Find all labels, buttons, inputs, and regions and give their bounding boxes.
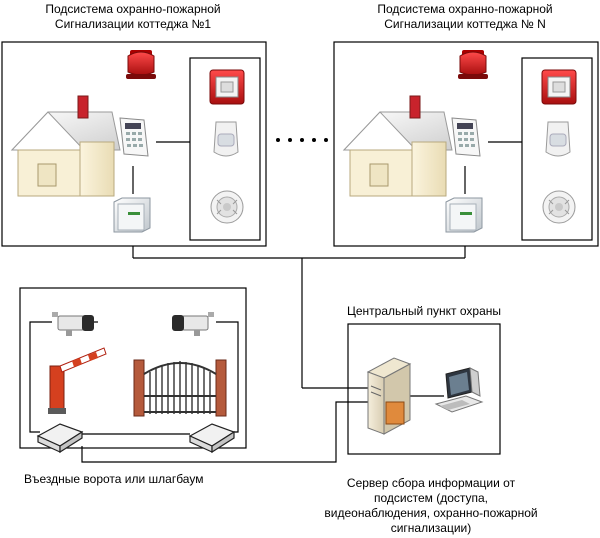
house-icon xyxy=(343,95,453,197)
control-panel-icon xyxy=(445,197,483,233)
barrier-gate-icon xyxy=(48,347,107,414)
gates-caption: Въездные ворота или шлагбаум xyxy=(24,472,204,486)
server-caption-line4: сигнализации) xyxy=(390,521,472,535)
gates-frame xyxy=(19,287,247,449)
subsystem-1-sensor-group-frame xyxy=(189,57,261,241)
keypad-icon xyxy=(119,117,149,157)
keypad-icon xyxy=(451,117,481,157)
smoke-detector-icon xyxy=(210,190,244,224)
subsystem-n-sensor-group-frame xyxy=(521,57,593,241)
camera-icon xyxy=(171,311,215,337)
central-station-title: Центральный пункт охраны xyxy=(346,304,502,318)
server-caption-line1: Сервер сбора информации от xyxy=(346,476,516,490)
server-icon xyxy=(366,357,412,435)
smoke-detector-icon xyxy=(542,190,576,224)
computer-icon xyxy=(434,367,484,413)
control-panel-icon xyxy=(113,197,151,233)
subsystem-1-title-line2: Сигнализации коттеджа №1 xyxy=(54,17,212,31)
siren-icon xyxy=(125,49,157,80)
manual-call-point-icon xyxy=(209,69,245,105)
camera-icon xyxy=(51,311,95,337)
motion-sensor-icon xyxy=(213,121,239,157)
subsystem-n-frame xyxy=(333,41,599,247)
subsystem-n-title: Подсистема охранно-пожарной Сигнализации… xyxy=(350,2,580,32)
manual-call-point-icon xyxy=(541,69,577,105)
subsystem-1-title: Подсистема охранно-пожарной Сигнализации… xyxy=(18,2,248,32)
server-caption-line3: видеонаблюдения, охранно-пожарной xyxy=(324,506,538,520)
ellipsis-dots xyxy=(276,138,328,142)
subsystem-1-title-line1: Подсистема охранно-пожарной xyxy=(45,2,221,16)
subsystem-n-title-line2: Сигнализации коттеджа № N xyxy=(384,17,546,31)
central-station-frame xyxy=(347,323,501,455)
siren-icon xyxy=(457,49,489,80)
server-caption: Сервер сбора информации от подсистем (до… xyxy=(296,476,566,536)
network-lines xyxy=(81,246,466,463)
house-icon xyxy=(11,95,121,197)
subsystem-1-frame xyxy=(1,41,267,247)
motion-sensor-icon xyxy=(545,121,571,157)
iron-gate-icon xyxy=(133,359,227,417)
subsystem-n-title-line1: Подсистема охранно-пожарной xyxy=(377,2,553,16)
server-caption-line2: подсистем (доступа, xyxy=(373,491,489,505)
